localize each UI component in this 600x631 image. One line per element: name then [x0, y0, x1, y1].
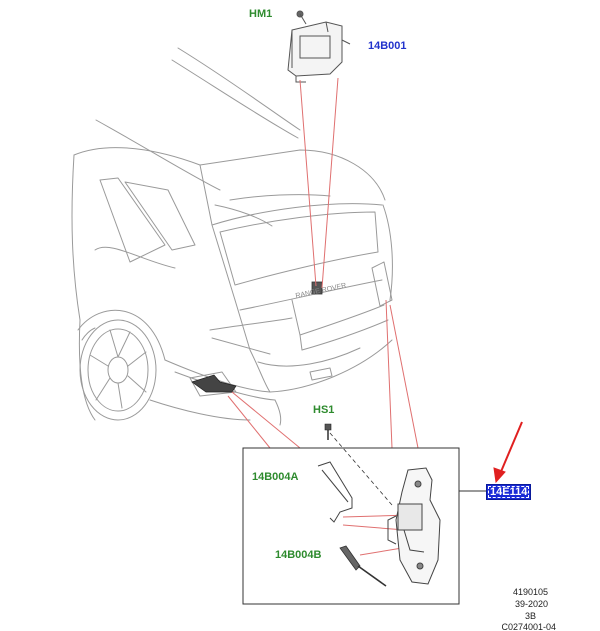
label-14b004a: 14B004A	[252, 471, 299, 483]
label-14e114-highlight: 14E114	[486, 484, 532, 500]
figure-code-2: 39-2020	[514, 599, 548, 609]
detail-inset-frame	[242, 447, 460, 605]
rod-14b004b	[339, 545, 387, 587]
leader-lines	[227, 77, 419, 556]
figure-code-4: C0274001-04	[501, 622, 556, 631]
actuator-assembly	[387, 467, 441, 585]
label-14b001: 14B001	[368, 40, 407, 52]
label-14b004b: 14B004B	[275, 549, 322, 561]
label-hs1: HS1	[313, 404, 335, 416]
label-hm1: HM1	[249, 8, 273, 20]
figure-code-3: 3B	[524, 611, 536, 621]
module-14b001	[287, 10, 351, 83]
hs1-screw	[324, 423, 332, 440]
pointer-arrow	[493, 421, 523, 484]
vehicle-outline	[71, 47, 393, 426]
lower-sensor	[191, 374, 237, 393]
bracket-14b004a	[317, 461, 353, 523]
figure-code-1: 4190105	[512, 587, 548, 597]
